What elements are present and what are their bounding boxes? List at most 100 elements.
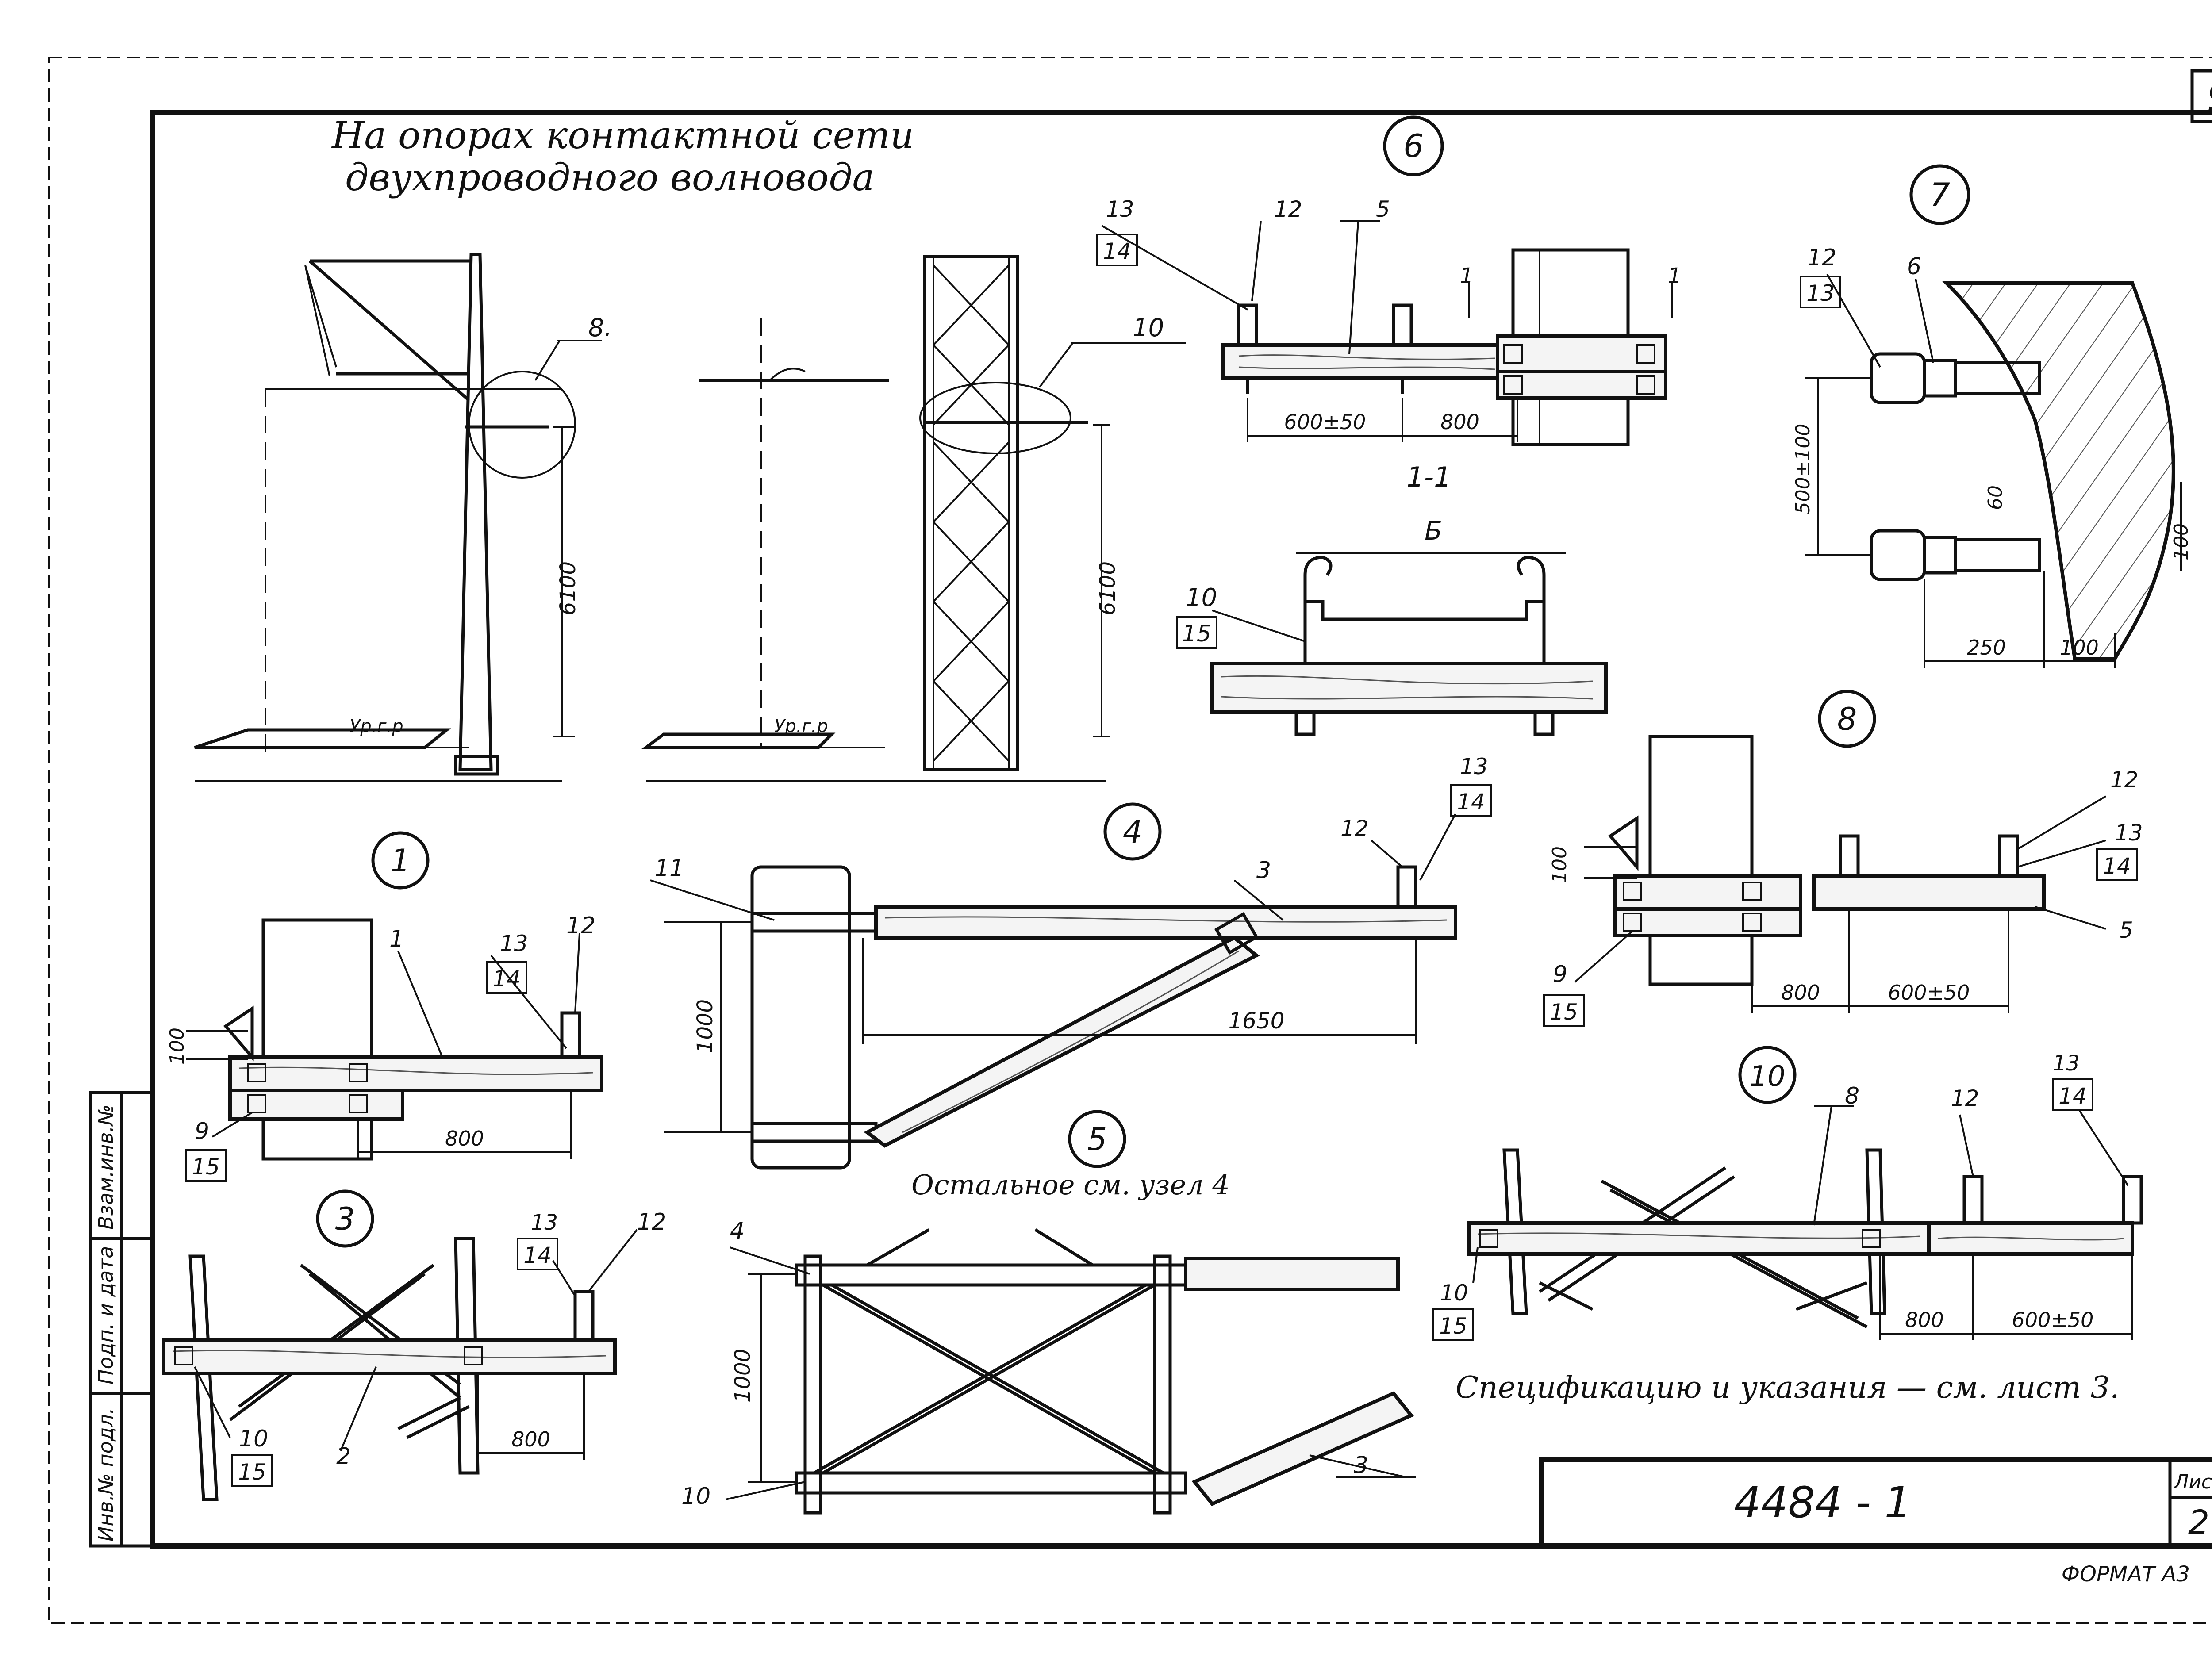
- tower-height-dim: 6100: [1095, 561, 1120, 615]
- node-7-callout-c: 6: [1907, 253, 1921, 280]
- sheet-number: 9: [2207, 74, 2212, 120]
- node-3-callout-e: 10: [239, 1426, 268, 1452]
- node-8-callout-a: 12: [2110, 767, 2139, 793]
- node-10-id: 10: [1749, 1060, 1785, 1093]
- node-4-callout-d: 13: [1460, 754, 1488, 779]
- node-6-dim-b: 800: [1440, 410, 1479, 434]
- list-number: 2: [2188, 1503, 2209, 1542]
- node-5-dim-a: 1000: [730, 1349, 755, 1403]
- node-1-dim-b: 800: [445, 1127, 484, 1150]
- node-1-dim-a: 100: [166, 1028, 188, 1065]
- node-7: 7 500±100 60 100 250 100 12 13 6: [1792, 164, 2193, 668]
- node-4-callout-e: 14: [1457, 789, 1485, 815]
- node-8-callout-b: 13: [2115, 820, 2143, 846]
- side-stamp: Взам.инв.№ Подп. и дата Инв.№ подл.: [89, 1091, 154, 1548]
- node-10-callout-e: 10: [1440, 1280, 1468, 1306]
- node-6-callout-b: 14: [1103, 238, 1131, 264]
- node-1-callout-b: 13: [500, 931, 528, 956]
- section-letter: Б: [1425, 516, 1442, 546]
- node-5-note: Остальное см. узел 4: [911, 1169, 1230, 1201]
- node-4-dim-b: 1650: [1228, 1008, 1284, 1034]
- node-1-id: 1: [391, 843, 411, 879]
- node-1-callout-f: 15: [192, 1154, 220, 1180]
- node-8-callout-d: 5: [2119, 917, 2133, 943]
- node-8: 8 100 800 600±50 12 13 14 5 9 15: [1543, 690, 2143, 1027]
- node-4-callout-a: 11: [655, 855, 684, 882]
- section-1-1: 1-1 Б 10 15: [1176, 461, 1608, 736]
- node-8-dim-b: 800: [1781, 981, 1820, 1005]
- node-5-callout-a: 4: [730, 1218, 745, 1244]
- node-3-id: 3: [335, 1201, 355, 1237]
- node-1-callout-d: 12: [566, 913, 595, 939]
- node-4-callout-b: 3: [1256, 857, 1271, 884]
- pole-detail-circle: [468, 371, 576, 479]
- node-8-dim-a: 100: [1548, 846, 1571, 883]
- node-3-callout-b: 14: [523, 1242, 552, 1268]
- node-5: 5 Остальное см. узел 4 1000 4 10 3: [681, 1110, 1416, 1515]
- node-5-callout-c: 3: [1354, 1452, 1368, 1479]
- node-6-callout-c: 12: [1274, 196, 1302, 222]
- node-1-callout-a: 1: [389, 926, 404, 952]
- node-7-callout-b: 13: [1806, 280, 1835, 306]
- drawing-code: 4484 - 1: [1734, 1478, 1911, 1527]
- node-4: 4 1000 1650 11 3 12 13 14: [650, 754, 1492, 1170]
- node-6-dim-a: 600±50: [1284, 410, 1366, 434]
- frame-border: [150, 110, 2212, 1549]
- tower-elevation-view: 10 6100 Ур.г.р: [641, 255, 1186, 782]
- node-10: 10 800 600±50 8 12 13 14 10 15: [1432, 1046, 2143, 1341]
- node-10-dim-b: 600±50: [2012, 1308, 2094, 1332]
- node-8-callout-e: 9: [1553, 961, 1567, 988]
- node-7-callout-a: 12: [1807, 245, 1836, 271]
- section-callout-b: 15: [1182, 621, 1211, 647]
- pole-height-dim: 6100: [556, 561, 580, 615]
- node-6-id: 6: [1403, 127, 1424, 165]
- title-block: 4484 - 1 Лист 2: [1539, 1457, 2212, 1549]
- node-6: 6 600±50 800 13 14 12 5 1 1: [1096, 115, 1682, 446]
- node-1-callout-c: 14: [492, 966, 521, 992]
- format-label: ФОРМАТ А3: [2062, 1562, 2190, 1587]
- node-3-callout-f: 15: [238, 1459, 266, 1485]
- node-6-section-mark-left: 1: [1460, 264, 1474, 288]
- node-7-dim-v: 500±100: [1792, 424, 1814, 514]
- sheet-number-box: 9: [2190, 69, 2212, 123]
- node-8-callout-f: 15: [1550, 999, 1578, 1025]
- tower-detail-ellipse: [919, 382, 1071, 454]
- section-callout-a: 10: [1186, 583, 1217, 612]
- node-7-dim-a: 60: [1984, 485, 2007, 510]
- node-3-dim-a: 800: [511, 1427, 550, 1451]
- node-7-dim-c: 250: [1967, 636, 2006, 660]
- node-3-callout-d: 2: [336, 1443, 351, 1470]
- node-6-section-mark-right: 1: [1668, 264, 1682, 288]
- tower-ground-label: Ур.г.р: [774, 716, 828, 736]
- node-3-callout-a: 13: [531, 1210, 558, 1235]
- section-label: 1-1: [1406, 461, 1451, 493]
- node-3-callout-c: 12: [637, 1209, 666, 1235]
- pole-elevation-view: 8. 6100 Ур.г.р: [194, 253, 612, 782]
- tower-ref-label: 10: [1133, 314, 1164, 342]
- title-line-2: двухпроводного волновода: [345, 156, 875, 199]
- stamp-sign-date: Подп. и дата: [94, 1246, 118, 1384]
- node-5-id: 5: [1087, 1121, 1107, 1158]
- outer-trim-line: [48, 57, 2212, 1624]
- node-10-callout-c: 13: [2053, 1051, 2080, 1076]
- node-5-callout-b: 10: [681, 1483, 710, 1510]
- list-label: Лист: [2173, 1471, 2212, 1493]
- node-10-callout-d: 14: [2058, 1083, 2087, 1109]
- node-1: 1 100 800 1 13 14 12 9 15: [166, 831, 603, 1182]
- node-4-id: 4: [1123, 814, 1143, 850]
- node-1-callout-e: 9: [195, 1118, 209, 1145]
- node-4-callout-c: 12: [1340, 816, 1369, 841]
- node-3: 3 800 13 14 12 2 10 15: [162, 1189, 666, 1501]
- node-10-callout-f: 15: [1439, 1313, 1467, 1339]
- node-7-wall: [1942, 281, 2175, 661]
- pole-ground-label: Ур.г.р: [349, 716, 403, 736]
- node-10-callout-a: 8: [1845, 1083, 1859, 1109]
- stamp-orig-inv: Инв.№ подл.: [94, 1407, 118, 1542]
- node-8-id: 8: [1837, 701, 1857, 737]
- stamp-replace-inv: Взам.инв.№: [94, 1104, 118, 1230]
- node-10-dim-a: 800: [1905, 1308, 1944, 1332]
- node-7-id: 7: [1930, 176, 1950, 213]
- node-4-dim-a: 1000: [693, 999, 718, 1053]
- node-7-dim-d: 100: [2060, 636, 2099, 660]
